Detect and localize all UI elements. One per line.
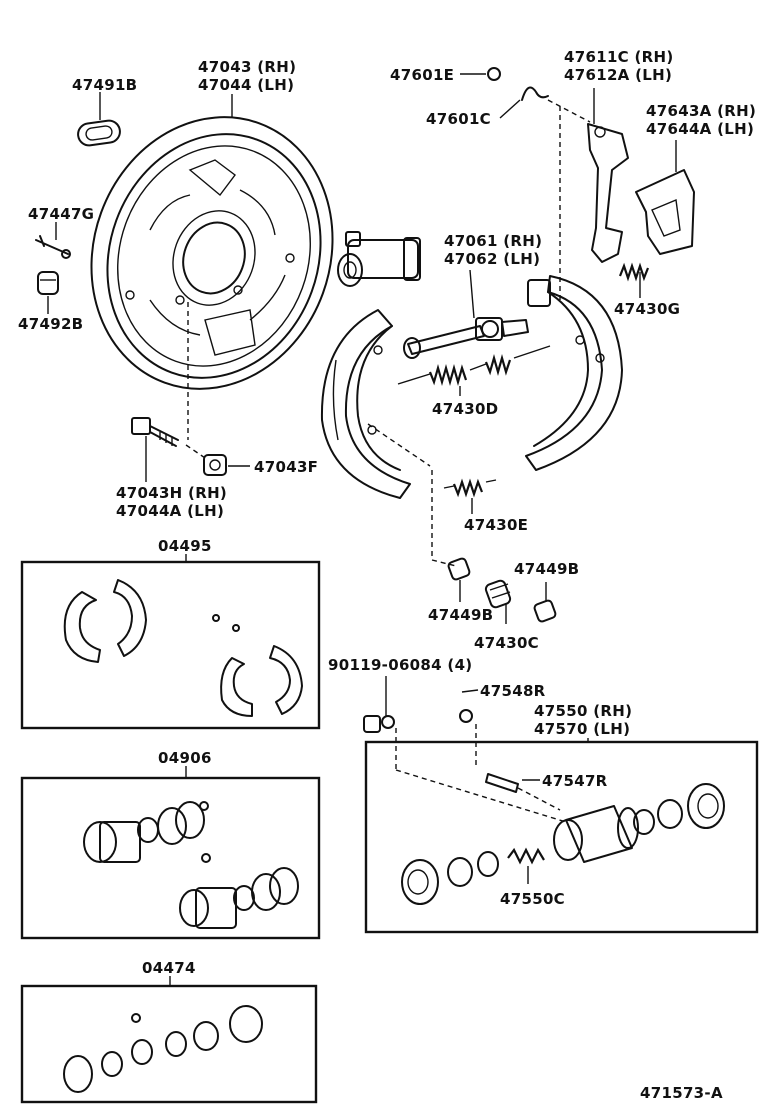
- label-47550C: 47550C: [500, 890, 565, 908]
- clip-47601C: [499, 86, 549, 119]
- spring-47430C: [484, 579, 512, 624]
- label-47043F: 47043F: [254, 458, 318, 476]
- label-47491B: 47491B: [72, 76, 137, 94]
- label-47043H-rh: 47043H (RH): [116, 484, 227, 502]
- retainer-47449B-b: [533, 582, 557, 623]
- spring-47430D: [397, 345, 551, 396]
- label-47550-rh: 47550 (RH): [534, 702, 632, 720]
- kit-box-04906: [20, 776, 321, 940]
- label-47043-rh: 47043 (RH): [198, 58, 296, 76]
- backing-plate: [90, 116, 334, 390]
- label-47644A-lh: 47644A (LH): [646, 120, 754, 138]
- bleeder-47548R: [459, 689, 479, 768]
- label-47449B-left: 47449B: [428, 606, 493, 624]
- wheel-cylinder-box: [364, 740, 759, 934]
- brake-shoe-right: [525, 275, 623, 471]
- kit-04495-shoes: [63, 579, 303, 717]
- label-47547R: 47547R: [542, 772, 608, 790]
- label-04474: 04474: [142, 959, 196, 977]
- kit-box-04495: [20, 560, 321, 730]
- wheel-cylinder-inner-parts: [401, 847, 545, 905]
- nut-47043F: [203, 454, 227, 476]
- label-47430E: 47430E: [464, 516, 528, 534]
- spring-47430E: [443, 478, 497, 514]
- bleeder-47447G: [35, 235, 71, 259]
- label-47601C: 47601C: [426, 110, 491, 128]
- label-47449B-right: 47449B: [514, 560, 579, 578]
- figure-id: 471573-A: [640, 1084, 723, 1102]
- label-47611C-rh: 47611C (RH): [564, 48, 674, 66]
- label-47044-lh: 47044 (LH): [198, 76, 294, 94]
- label-47061-rh: 47061 (RH): [444, 232, 542, 250]
- label-47570-lh: 47570 (LH): [534, 720, 630, 738]
- label-47548R: 47548R: [480, 682, 546, 700]
- wheel-cylinder-upper: [337, 231, 421, 287]
- kit-04474-parts: [63, 1005, 263, 1093]
- pin-47601E: [460, 67, 501, 81]
- parking-brake-bracket: [635, 140, 695, 255]
- label-04495: 04495: [158, 537, 212, 555]
- label-47643A-rh: 47643A (RH): [646, 102, 756, 120]
- retainer-47449B-a: [447, 557, 471, 602]
- label-04906: 04906: [158, 749, 212, 767]
- label-90119: 90119-06084 (4): [328, 656, 472, 674]
- wheel-cylinder-body: [553, 783, 725, 863]
- label-47044A-lh: 47044A (LH): [116, 502, 224, 520]
- spring-47430G: [618, 262, 650, 298]
- cap-47492B: [37, 271, 59, 295]
- adjuster-47061: [403, 269, 529, 359]
- plug-47491B: [77, 119, 121, 147]
- label-47430D: 47430D: [432, 400, 498, 418]
- label-47492B: 47492B: [18, 315, 83, 333]
- parking-brake-lever: [587, 88, 629, 263]
- label-47430C: 47430C: [474, 634, 539, 652]
- kit-box-04474: [20, 984, 318, 1104]
- brake-shoe-left: [320, 309, 411, 499]
- bleeder-47547R: [485, 773, 561, 811]
- label-47430G: 47430G: [614, 300, 680, 318]
- label-47612A-lh: 47612A (LH): [564, 66, 672, 84]
- kit-04906-parts: [83, 801, 299, 929]
- label-47601E: 47601E: [390, 66, 454, 84]
- label-47062-lh: 47062 (LH): [444, 250, 540, 268]
- label-47447G: 47447G: [28, 205, 94, 223]
- bolt-90119: [363, 676, 567, 823]
- bolt-47043H: [131, 417, 179, 447]
